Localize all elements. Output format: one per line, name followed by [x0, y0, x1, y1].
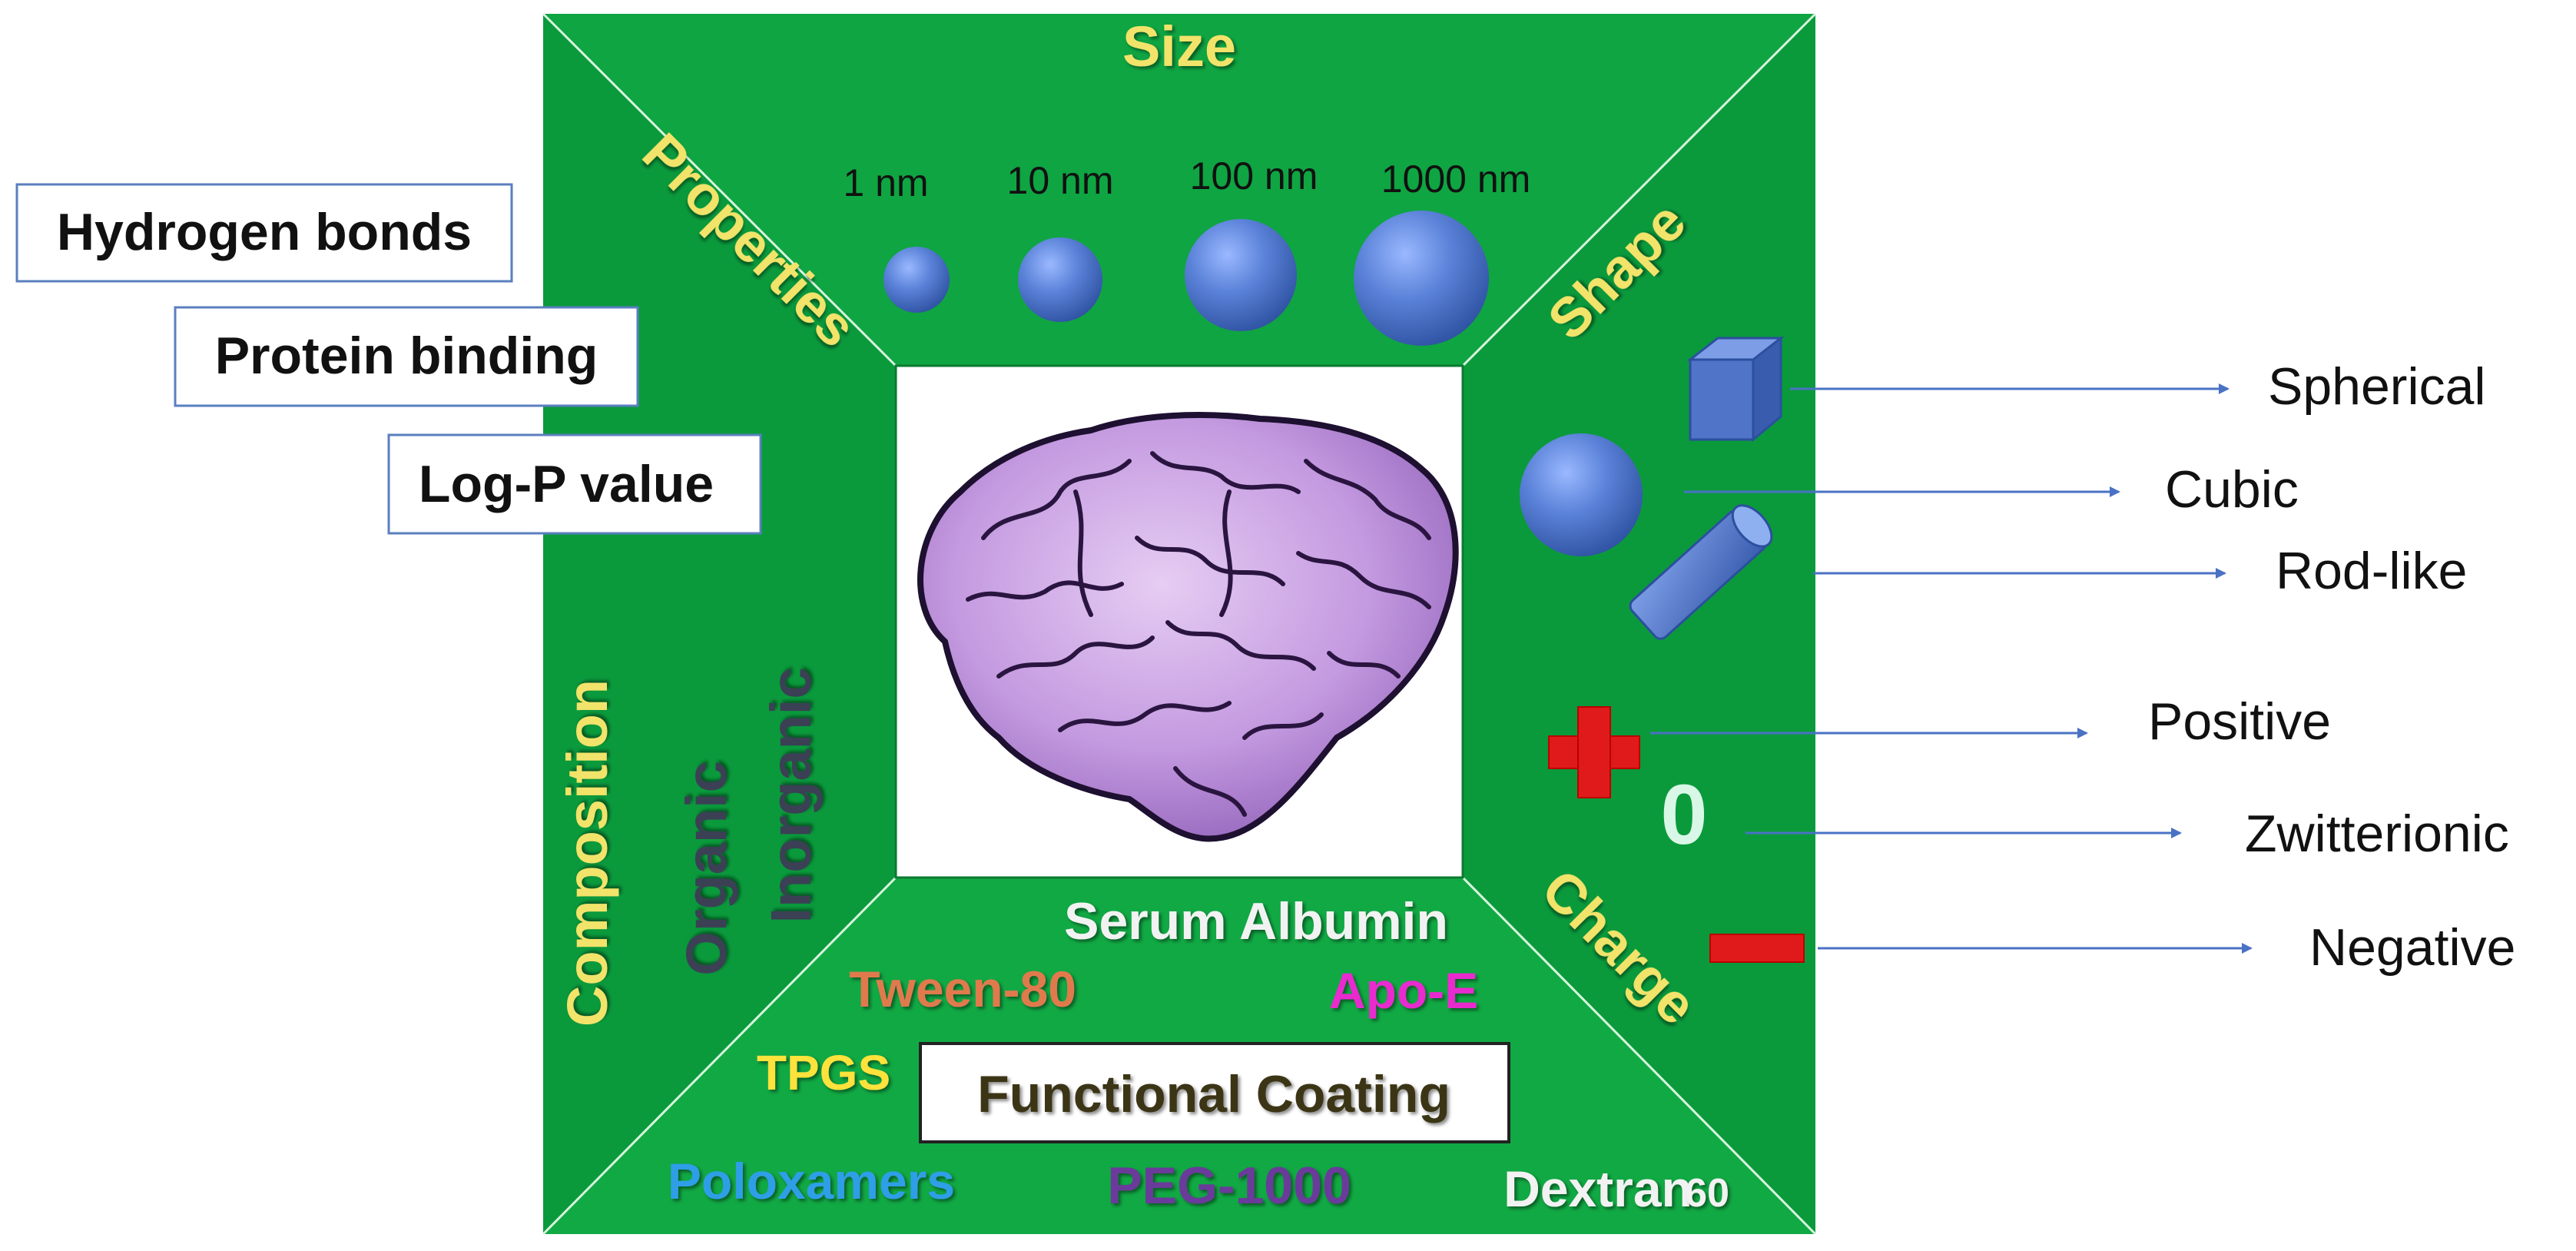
functional-coating-title: Functional Coating: [977, 1065, 1450, 1123]
property-label-hydrogen-bonds: Hydrogen bonds: [57, 203, 472, 261]
size-label-1000nm: 1000 nm: [1381, 158, 1531, 201]
coating-serum-albumin: Serum Albumin: [1064, 892, 1448, 951]
size-label-100nm: 100 nm: [1190, 154, 1318, 197]
arrows: [1650, 383, 2253, 954]
composition-inorganic: Inorganic: [759, 667, 823, 923]
coating-poloxamers: Poloxamers: [668, 1153, 955, 1210]
composition-organic: Organic: [675, 761, 738, 976]
coating-dextran: Dextran: [1503, 1160, 1692, 1217]
zero-charge: 0: [1660, 768, 1707, 862]
coatings: Serum Albumin Tween-80 Apo-E TPGS Functi…: [668, 892, 1729, 1217]
diagonal-tl: [542, 12, 897, 367]
cube-particle: [1686, 335, 1785, 443]
property-box-hydrogen-bonds: [15, 183, 513, 283]
coating-tpgs: TPGS: [757, 1045, 890, 1100]
positive-sign: [1548, 706, 1640, 798]
property-label-log-p: Log-P value: [419, 455, 714, 513]
size-particle-100nm: [1185, 219, 1297, 331]
property-box-log-p: [387, 433, 762, 535]
charge-label-negative: Negative: [2309, 918, 2515, 977]
quadrant-title-size: Size: [1122, 15, 1236, 78]
size-label-1nm: 1 nm: [843, 161, 928, 204]
quadrant-title-composition: Composition: [555, 679, 619, 1027]
property-label-protein-binding: Protein binding: [215, 327, 598, 385]
sphere-particle: [1520, 433, 1643, 556]
size-particle-1nm: [884, 247, 950, 313]
charge-symbols: 0: [1548, 706, 1805, 963]
property-box-protein-binding: [174, 306, 639, 407]
shape-label-spherical: Spherical: [2268, 357, 2486, 416]
brain-folds: [966, 451, 1431, 817]
negative-sign: [1709, 934, 1805, 963]
diagonal-tr: [1461, 12, 1817, 367]
diagonal-bl: [542, 876, 897, 1236]
size-label-10nm: 10 nm: [1007, 159, 1114, 202]
properties-boxes: Hydrogen bonds Protein binding Log-P val…: [15, 183, 762, 535]
functional-coating-box: [919, 1042, 1510, 1143]
size-scale: 1 nm 10 nm 100 nm 1000 nm: [843, 154, 1530, 346]
brain-illustration: [917, 412, 1459, 842]
size-particle-10nm: [1018, 237, 1102, 322]
diagonal-br: [1461, 876, 1817, 1236]
brain-outline: [917, 412, 1459, 842]
shape-label-cubic: Cubic: [2165, 460, 2299, 519]
charge-label-positive: Positive: [2148, 692, 2331, 751]
shape-label-rod-like: Rod-like: [2276, 542, 2467, 600]
coating-dextran-number: 60: [1685, 1171, 1729, 1216]
size-particle-1000nm: [1354, 211, 1489, 346]
coating-tween-80: Tween-80: [849, 961, 1076, 1017]
charge-label-zwitterionic: Zwitterionic: [2245, 805, 2509, 863]
shape-particles: [1520, 335, 1785, 640]
rod-particle: [1629, 504, 1773, 640]
coating-peg-1000: PEG-1000: [1107, 1156, 1351, 1215]
coating-apo-e: Apo-E: [1329, 962, 1478, 1019]
frame-top-trapezoid: [543, 14, 1815, 366]
